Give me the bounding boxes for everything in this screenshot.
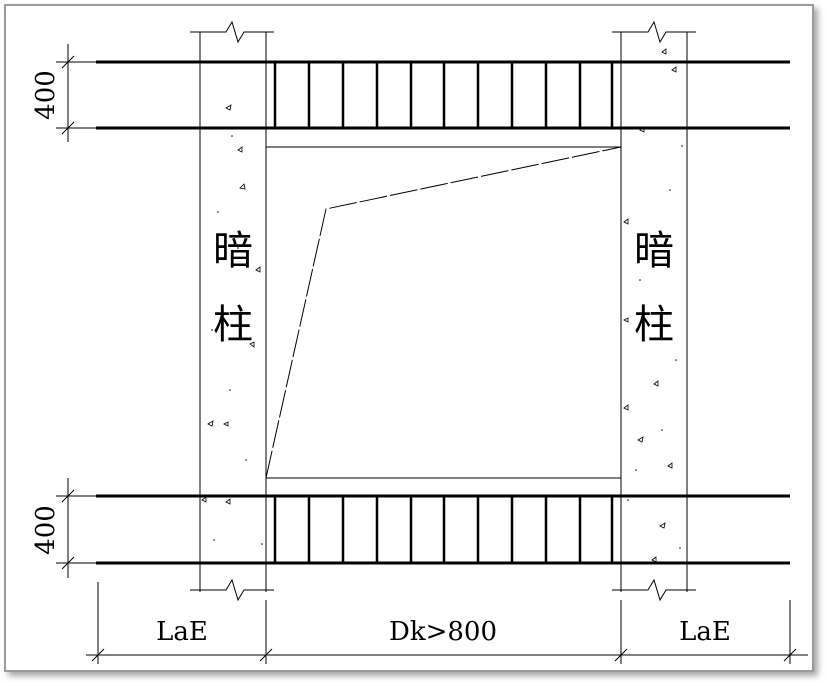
top-stirrups <box>273 62 614 128</box>
concrete-hatch <box>201 48 677 563</box>
top-height-dimension: 400 <box>31 70 61 120</box>
drawing-frame <box>4 4 814 672</box>
left-width-dimension: LaE <box>156 617 208 647</box>
concrete-dots <box>211 135 683 549</box>
horizontal-dimensions <box>86 582 808 664</box>
middle-width-dimension: Dk>800 <box>389 617 497 647</box>
right-column-label-1: 暗 <box>634 228 674 274</box>
wall-opening <box>265 146 622 479</box>
left-column-label-1: 暗 <box>213 228 253 274</box>
left-column-label-2: 柱 <box>213 302 253 348</box>
left-hidden-column <box>190 20 274 602</box>
right-hidden-column <box>612 20 696 602</box>
bottom-height-dimension: 400 <box>31 505 61 555</box>
right-width-dimension: LaE <box>679 617 731 647</box>
right-column-label-2: 柱 <box>634 302 674 348</box>
bottom-stirrups <box>273 496 614 563</box>
vertical-dimensions <box>56 44 96 578</box>
